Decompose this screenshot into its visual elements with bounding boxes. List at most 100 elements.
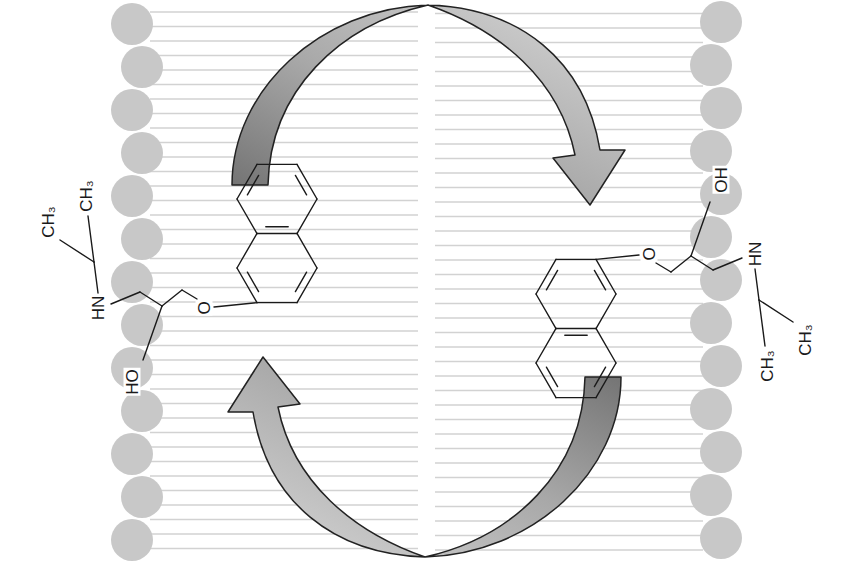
- chemical-bond: [247, 272, 258, 291]
- chemical-bond: [755, 269, 759, 300]
- lipid-tail: [150, 533, 418, 534]
- chemical-bond: [536, 363, 556, 398]
- atom-label: CH₃: [40, 205, 57, 238]
- lipid-tail: [435, 535, 703, 536]
- chemical-bond: [594, 270, 605, 289]
- lipid-head: [700, 431, 742, 473]
- lipid-tail: [435, 317, 703, 318]
- chemical-bond: [295, 175, 306, 194]
- chemical-bond: [536, 328, 556, 363]
- chemical-bond: [691, 202, 710, 256]
- lipid-head: [690, 216, 732, 258]
- chemical-bond: [237, 199, 257, 234]
- lipid-tail: [150, 200, 418, 201]
- chemical-bond: [671, 256, 691, 272]
- lipid-head: [690, 44, 732, 86]
- lipid-head: [111, 433, 153, 475]
- lipid-tail: [150, 243, 418, 244]
- lipid-tail: [150, 142, 418, 143]
- chemical-bond: [596, 255, 639, 259]
- chemical-bond: [297, 268, 317, 303]
- atom-label: CH₃: [78, 179, 95, 212]
- atom-label: CH₃: [797, 323, 814, 356]
- lipid-tail: [150, 330, 418, 331]
- chemical-bond: [111, 292, 140, 304]
- lipid-head: [690, 302, 732, 344]
- lipid-tail: [150, 156, 418, 157]
- chemical-bond: [237, 268, 257, 303]
- lipid-tails: [150, 12, 703, 550]
- flip-flop-arrows: [228, 5, 625, 557]
- chemical-bond: [214, 303, 257, 307]
- chemical-bond: [596, 259, 616, 294]
- lipid-tail: [435, 187, 703, 188]
- chemical-bond: [266, 226, 288, 227]
- chemical-bond: [594, 367, 605, 386]
- lipid-tail: [435, 245, 703, 246]
- chemical-bond: [257, 164, 297, 165]
- chemical-bond: [257, 233, 297, 234]
- lipid-head: [700, 87, 742, 129]
- lipid-tail: [435, 259, 703, 260]
- lipid-tail: [150, 258, 418, 259]
- lipid-head: [111, 519, 153, 561]
- chemical-bond: [257, 302, 297, 303]
- lipid-tail: [435, 56, 703, 57]
- lipid-tail: [150, 417, 418, 418]
- lipid-tail: [435, 216, 703, 217]
- chemical-bond: [140, 292, 162, 306]
- chemical-bond: [162, 290, 182, 306]
- lipid-head: [700, 1, 742, 43]
- curved-arrow: [232, 5, 625, 205]
- lipid-head: [111, 89, 153, 131]
- lipid-tail: [435, 230, 703, 231]
- lipid-head: [690, 474, 732, 516]
- chemical-bond: [237, 233, 257, 268]
- lipid-tail: [150, 374, 418, 375]
- chemical-bond: [596, 328, 616, 363]
- chemical-bond: [536, 259, 556, 294]
- lipid-tail: [435, 404, 703, 405]
- propranolol-molecule: [536, 202, 793, 398]
- lipid-tail: [435, 274, 703, 275]
- lipid-tail: [435, 27, 703, 28]
- chemical-bond: [556, 397, 596, 398]
- chemical-bond: [536, 294, 556, 329]
- chemical-bond: [759, 300, 793, 322]
- lipid-tail: [435, 346, 703, 347]
- lipid-tail: [150, 301, 418, 302]
- lipid-head: [111, 175, 153, 217]
- lipid-tail: [150, 127, 418, 128]
- lipid-tail: [150, 229, 418, 230]
- chemical-bond: [556, 328, 596, 329]
- chemical-bond: [546, 367, 557, 386]
- chemical-bond: [713, 258, 742, 270]
- lipid-head: [690, 388, 732, 430]
- chemical-bond: [94, 262, 98, 293]
- chemical-bond: [257, 233, 297, 234]
- chemical-bond: [656, 263, 671, 272]
- lipid-head: [121, 132, 163, 174]
- lipid-tail: [150, 504, 418, 505]
- lipid-tail: [150, 171, 418, 172]
- atom-label: CH₃: [759, 349, 776, 382]
- chemical-bond: [297, 233, 317, 268]
- curved-arrow: [228, 357, 621, 557]
- chemical-bond: [556, 328, 596, 329]
- lipid-head: [121, 390, 163, 432]
- chemical-bond: [546, 270, 557, 289]
- lipid-tail: [435, 288, 703, 289]
- lipid-tail: [150, 55, 418, 56]
- chemical-bond: [60, 240, 94, 262]
- lipid-tail: [435, 390, 703, 391]
- chemical-bond: [759, 300, 765, 346]
- atom-label: HO: [124, 368, 141, 396]
- lipid-tail: [435, 433, 703, 434]
- chemical-bond: [143, 306, 162, 360]
- chemical-bond: [565, 335, 587, 336]
- lipid-head: [121, 46, 163, 88]
- lipid-tail: [435, 375, 703, 376]
- chemical-bond: [237, 164, 257, 199]
